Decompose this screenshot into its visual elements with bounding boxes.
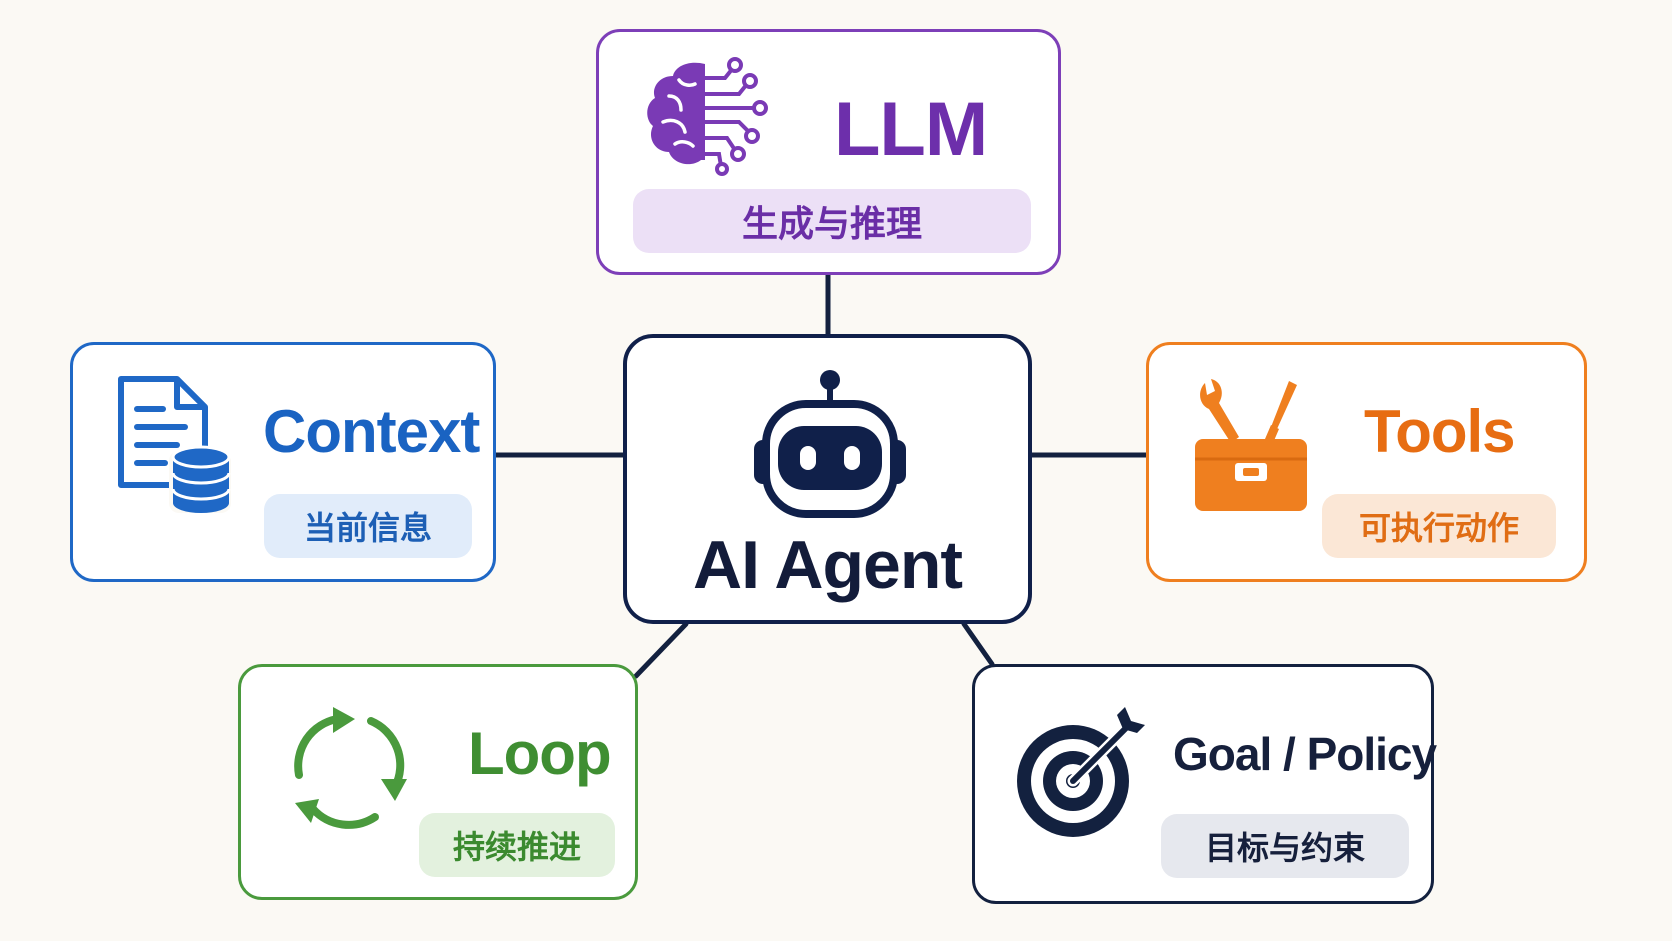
target-icon	[1011, 703, 1151, 843]
toolbox-icon	[1191, 377, 1311, 517]
tools-node: Tools 可执行动作	[1146, 342, 1587, 582]
connector-loop	[633, 621, 689, 679]
llm-node: LLM 生成与推理	[596, 29, 1061, 275]
loop-title: Loop	[468, 720, 612, 787]
document-database-icon	[115, 373, 235, 517]
robot-icon	[744, 368, 916, 520]
ai-agent-title: AI Agent	[692, 527, 963, 603]
brain-circuit-icon	[639, 56, 771, 176]
tools-subtitle-badge: 可执行动作	[1322, 494, 1556, 558]
loop-subtitle-badge: 持续推进	[419, 813, 615, 877]
goal-policy-node: Goal / Policy 目标与约束	[972, 664, 1437, 904]
loop-node: Loop 持续推进	[238, 664, 638, 900]
ai-agent-node: AI Agent	[623, 334, 1032, 624]
cycle-arrows-icon	[275, 693, 415, 837]
context-title: Context	[263, 398, 480, 465]
context-subtitle-badge: 当前信息	[264, 494, 472, 558]
llm-subtitle-badge: 生成与推理	[633, 189, 1031, 253]
llm-title: LLM	[834, 87, 988, 172]
goal-policy-subtitle-badge: 目标与约束	[1161, 814, 1409, 878]
connector-goal	[961, 621, 995, 667]
tools-title: Tools	[1364, 398, 1516, 465]
goal-policy-title: Goal / Policy	[1173, 728, 1437, 780]
context-node: Context 当前信息	[70, 342, 496, 582]
